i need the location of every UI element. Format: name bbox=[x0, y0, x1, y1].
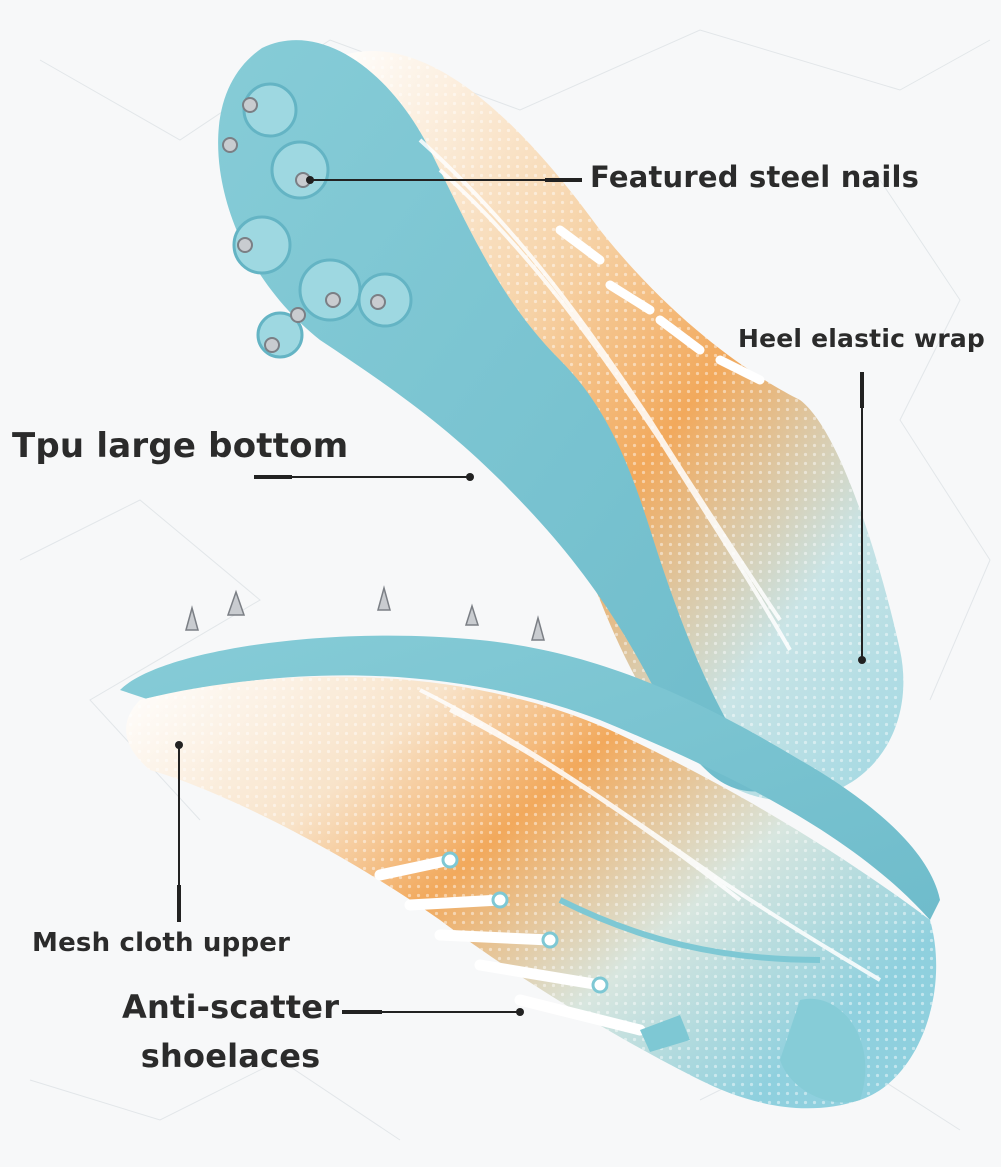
top-shoe bbox=[218, 40, 904, 801]
bottom-shoe-sole bbox=[120, 635, 940, 920]
callout-mesh-upper: Mesh cloth upper bbox=[32, 928, 291, 958]
callout-steel-nails: Featured steel nails bbox=[590, 160, 920, 194]
top-shoe-sole bbox=[218, 40, 770, 792]
callout-tpu-bottom: Tpu large bottom bbox=[12, 426, 349, 466]
callout-lines bbox=[177, 178, 864, 1014]
callout-shoelaces: Anti-scatter shoelaces bbox=[122, 983, 339, 1081]
callout-shoelaces-line2: shoelaces bbox=[140, 1037, 321, 1075]
callout-heel-wrap: Heel elastic wrap bbox=[738, 324, 986, 353]
bottom-shoe bbox=[120, 585, 940, 1109]
callout-shoelaces-line1: Anti-scatter bbox=[122, 988, 340, 1026]
